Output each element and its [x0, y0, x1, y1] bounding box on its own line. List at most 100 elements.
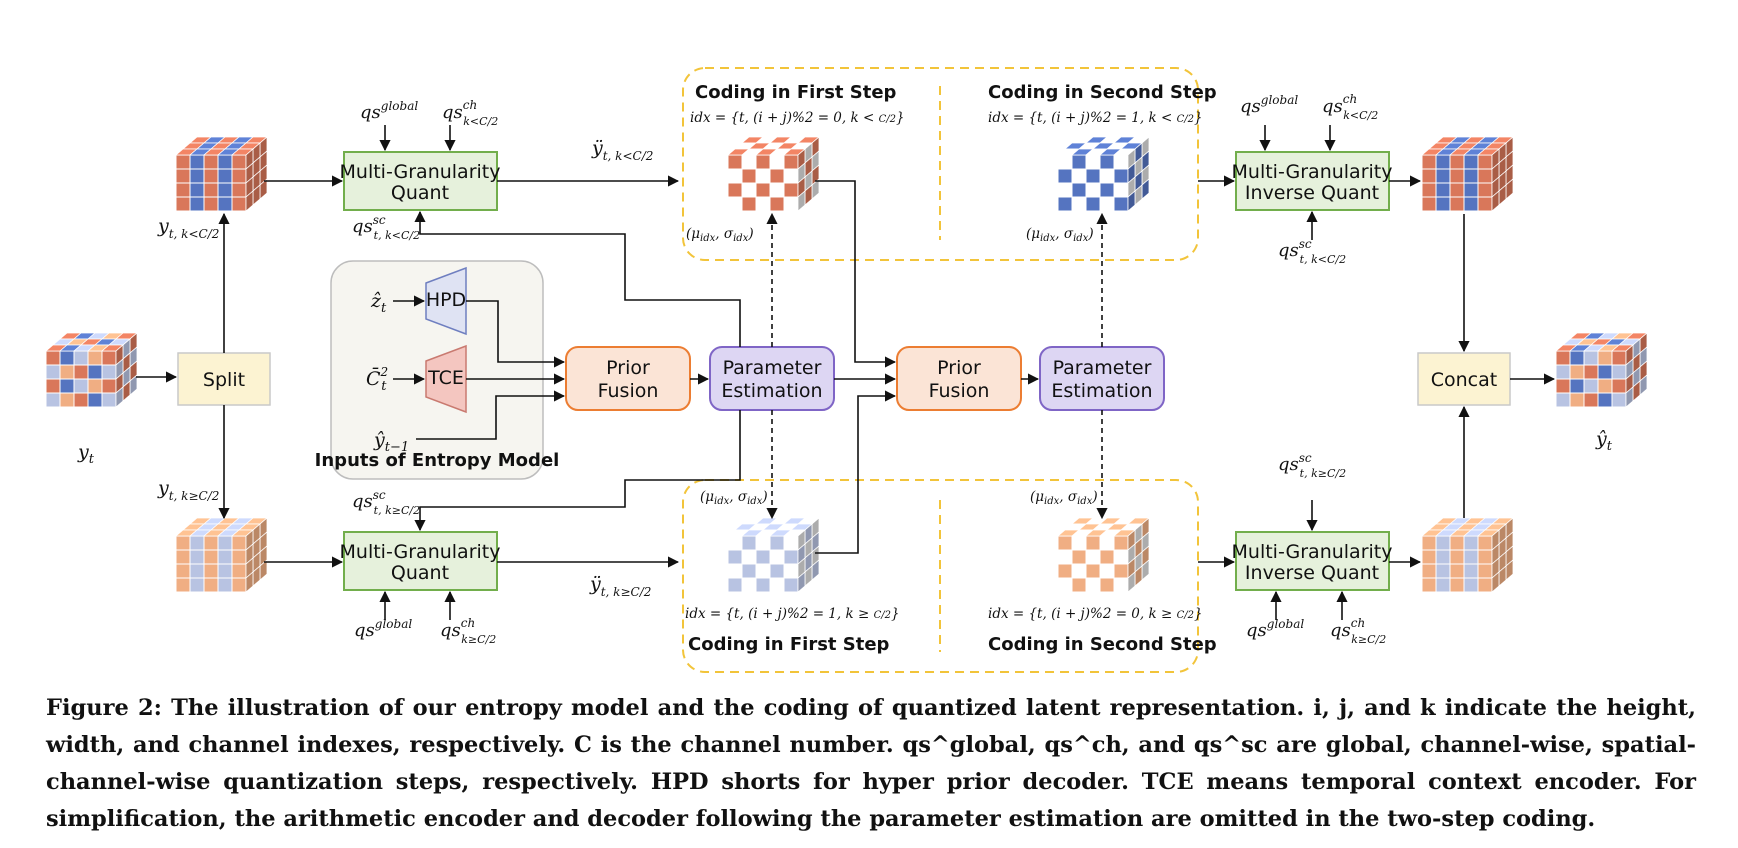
- cube-cell: [1085, 563, 1101, 579]
- cube-cell: [1477, 535, 1493, 551]
- cube-cell: [45, 364, 61, 380]
- cube-cell: [741, 563, 757, 579]
- cube-cell: [175, 182, 191, 198]
- cube-cell: [203, 168, 219, 184]
- cube-cell: [1597, 364, 1613, 380]
- cube-cell: [1555, 350, 1571, 366]
- cube-cell: [1421, 577, 1437, 593]
- cube-side-face: [797, 190, 806, 212]
- cube-cell: [87, 364, 103, 380]
- cube-cell: [1057, 154, 1073, 170]
- cube-cell: [1435, 196, 1451, 212]
- split-label: Split: [203, 369, 245, 391]
- inputs-entropy-title: Inputs of Entropy Model: [315, 450, 560, 471]
- cube-cell: [755, 577, 771, 593]
- cube-cell: [769, 577, 785, 593]
- cube-cell: [87, 350, 103, 366]
- prior-fusion-2-line2: Fusion: [929, 380, 990, 402]
- cube-cell: [755, 549, 771, 565]
- cube-cell: [73, 378, 89, 394]
- cube-cell: [1449, 182, 1465, 198]
- cube-cell: [1113, 154, 1129, 170]
- cube-top-first: [726, 136, 821, 212]
- cube-y-top: [174, 136, 269, 212]
- mu-sigma-bottom-first: (μidx, σidx): [700, 489, 768, 507]
- cube-cell: [175, 563, 191, 579]
- caption-text: Figure 2: The illustration of our entrop…: [46, 695, 1696, 832]
- cube-cell: [217, 168, 233, 184]
- cube-cell: [73, 350, 89, 366]
- cube-cell: [1099, 196, 1115, 212]
- cube-cell: [203, 196, 219, 212]
- cube-cell: [769, 563, 785, 579]
- cube-top-out: [1420, 136, 1515, 212]
- cube-cell: [1477, 182, 1493, 198]
- cube-cell: [1113, 577, 1129, 593]
- cube-cell: [769, 168, 785, 184]
- cube-cell: [175, 168, 191, 184]
- cube-cell: [101, 364, 117, 380]
- cube-cell: [1071, 182, 1087, 198]
- prior-fusion-2-line1: Prior: [937, 357, 981, 379]
- cube-cell: [1611, 364, 1627, 380]
- cube-cell: [1583, 392, 1599, 408]
- idx-bottom-first: idx = {t, (i + j)%2 = 1, k ≥ C/2}: [685, 606, 900, 622]
- cube-cell: [189, 577, 205, 593]
- cube-cell: [1449, 535, 1465, 551]
- cube-cell: [1057, 549, 1073, 565]
- cube-cell: [101, 350, 117, 366]
- cube-cell: [1057, 535, 1073, 551]
- cube-cell: [1099, 549, 1115, 565]
- cube-cell: [741, 577, 757, 593]
- y-ddot-top-label: ÿt, k<C/2: [591, 137, 653, 163]
- cube-side-face: [1625, 386, 1634, 408]
- cube-cell: [1421, 535, 1437, 551]
- cube-cell: [1085, 168, 1101, 184]
- cube-cell: [769, 182, 785, 198]
- mgiq-bottom-line1: Multi-Granularity: [1232, 541, 1393, 563]
- cube-cell: [231, 563, 247, 579]
- y-t-label: yt: [77, 441, 95, 467]
- cube-cell: [175, 154, 191, 170]
- cube-cell: [59, 364, 75, 380]
- cube-side-face: [1491, 571, 1500, 593]
- cube-cell: [203, 563, 219, 579]
- cube-cell: [231, 196, 247, 212]
- cube-cell: [1583, 364, 1599, 380]
- cube-cell: [769, 549, 785, 565]
- cube-cell: [755, 535, 771, 551]
- y-top-label: yt, k<C/2: [157, 215, 219, 241]
- cube-cell: [755, 182, 771, 198]
- bottom-coding-group: [682, 479, 1199, 673]
- cube-cell: [1071, 535, 1087, 551]
- cube-cell: [217, 196, 233, 212]
- cube-cell: [1463, 182, 1479, 198]
- cube-cell: [217, 549, 233, 565]
- cube-y-hat: [1554, 332, 1649, 408]
- cube-cell: [1113, 182, 1129, 198]
- cube-cell: [1421, 563, 1437, 579]
- top-second-step-title: Coding in Second Step: [988, 82, 1217, 103]
- cube-cell: [1421, 549, 1437, 565]
- cube-cell: [1477, 168, 1493, 184]
- mgiq-bottom-block: [1235, 531, 1390, 591]
- cube-cell: [1071, 168, 1087, 184]
- cube-cell: [59, 350, 75, 366]
- cube-cell: [1597, 378, 1613, 394]
- qs-global-bottom-left: qsglobal: [354, 617, 412, 641]
- param-est-1-line2: Estimation: [721, 380, 822, 402]
- cube-cell: [189, 196, 205, 212]
- cube-side-face: [1491, 190, 1500, 212]
- cube-cell: [175, 549, 191, 565]
- cube-cell: [1085, 154, 1101, 170]
- mgq-bottom-line1: Multi-Granularity: [340, 541, 501, 563]
- mgiq-bottom-line2: Inverse Quant: [1245, 562, 1379, 584]
- cube-cell: [1071, 577, 1087, 593]
- cube-cell: [783, 196, 799, 212]
- cube-cell: [769, 154, 785, 170]
- cube-cell: [1435, 154, 1451, 170]
- cube-cell: [1057, 196, 1073, 212]
- cube-cell: [1057, 168, 1073, 184]
